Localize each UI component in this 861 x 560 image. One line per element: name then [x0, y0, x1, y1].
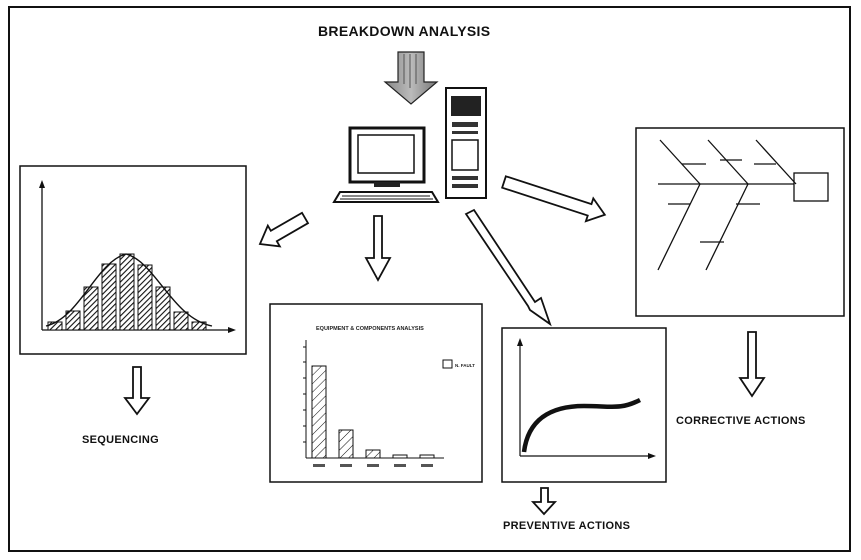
sequencing-label: SEQUENCING [82, 434, 159, 446]
sequencing-histogram-panel [19, 165, 247, 355]
preventive-curve-panel [501, 327, 667, 483]
arrow-to-equipment-chart [364, 215, 392, 282]
arrow-down-preventive [530, 487, 558, 516]
arrow-to-sequencing [258, 211, 310, 248]
computer-icon [332, 87, 487, 203]
equipment-chart-title: EQUIPMENT & COMPONENTS ANALYSIS [316, 326, 424, 332]
corrective-actions-label: CORRECTIVE ACTIONS [676, 415, 806, 427]
diagram-title: BREAKDOWN ANALYSIS [318, 23, 491, 39]
arrow-down-corrective [738, 331, 766, 398]
preventive-actions-label: PREVENTIVE ACTIONS [503, 520, 631, 532]
arrow-to-preventive [464, 208, 552, 327]
arrow-down-sequencing [123, 366, 151, 416]
diagram-frame [8, 6, 851, 552]
fishbone-panel [635, 127, 845, 317]
arrow-to-corrective [501, 175, 607, 223]
equipment-components-chart-panel: EQUIPMENT & COMPONENTS ANALYSIS N. FAULT [269, 303, 483, 483]
equipment-chart-legend: N. FAULT [455, 363, 475, 368]
input-arrow [383, 51, 439, 105]
